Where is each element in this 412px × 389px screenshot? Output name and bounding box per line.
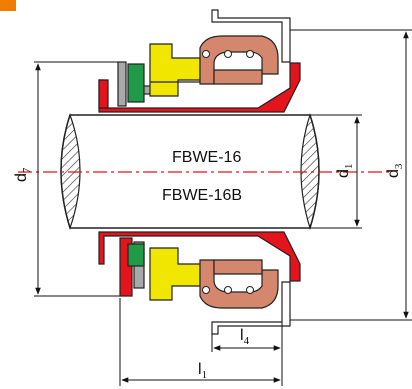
seal-upper-half (98, 9, 301, 113)
svg-text:d3: d3 (385, 163, 405, 178)
bellows-upper (199, 35, 279, 85)
l1-label: l1 (198, 361, 207, 381)
l4-label: l4 (240, 327, 250, 347)
seat-upper (127, 63, 145, 103)
d3-label: d3 (385, 163, 405, 178)
bellows-lower (199, 259, 279, 309)
gland-plate-upper (211, 9, 291, 63)
svg-text:d1: d1 (335, 164, 355, 178)
gland-plate-lower (211, 281, 291, 335)
d7-label: d7 (13, 167, 33, 182)
seal-lower-half (98, 231, 301, 335)
svg-text:d7: d7 (13, 167, 33, 182)
gray-ring-upper (117, 61, 127, 107)
model-label-bottom: FBWE-16B (162, 187, 242, 204)
corner-tab (0, 0, 16, 11)
housing-left-upper (98, 79, 109, 109)
model-label-top: FBWE-16 (172, 149, 241, 166)
seal-face-lower (149, 247, 201, 301)
housing-lower (98, 231, 301, 282)
seal-face-upper (149, 43, 201, 97)
d1-label: d1 (335, 164, 355, 178)
seat-lower (127, 243, 145, 267)
shaft (60, 113, 320, 231)
